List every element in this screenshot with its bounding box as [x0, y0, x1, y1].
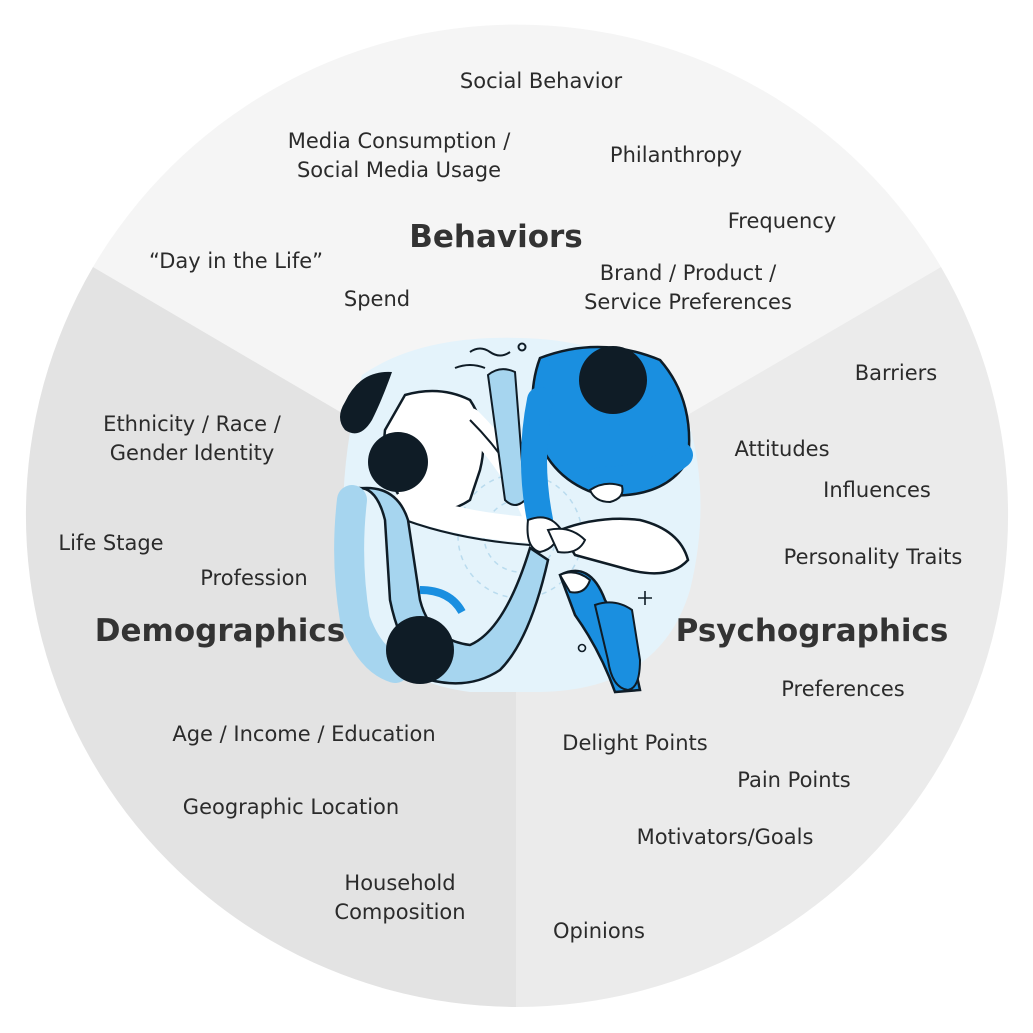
- personality-traits-label: Personality Traits: [783, 545, 963, 569]
- pain-points-label: Pain Points: [737, 768, 851, 792]
- ethnicity-label: Ethnicity / Race / Gender Identity: [103, 410, 281, 468]
- media-consumption-line-2: Social Media Usage: [296, 158, 502, 182]
- geographic-location-label: Geographic Location: [182, 795, 400, 819]
- influences-label: Influences: [823, 478, 931, 502]
- ethnicity-line-1: Ethnicity / Race /: [103, 412, 281, 436]
- household-line-2: Composition: [334, 900, 466, 924]
- demographics-heading: Demographics: [94, 613, 346, 649]
- social-behavior-label: Social Behavior: [459, 69, 623, 93]
- philanthropy-label: Philanthropy: [609, 143, 743, 167]
- brand-preferences-line-2: Service Preferences: [584, 290, 792, 314]
- media-consumption-label: Media Consumption / Social Media Usage: [288, 127, 511, 185]
- household-composition-label: Household Composition: [334, 869, 465, 927]
- age-income-education-label: Age / Income / Education: [172, 722, 436, 746]
- delight-points-label: Delight Points: [562, 731, 708, 755]
- media-consumption-line-1: Media Consumption /: [287, 129, 511, 153]
- household-line-1: Household: [344, 871, 456, 895]
- brand-preferences-label: Brand / Product / Service Preferences: [584, 259, 792, 317]
- psychographics-heading: Psychographics: [675, 613, 949, 649]
- spend-label: Spend: [343, 287, 411, 311]
- opinions-label: Opinions: [553, 919, 645, 943]
- team-hands-together-illustration: [334, 337, 701, 694]
- ethnicity-line-2: Gender Identity: [109, 441, 275, 465]
- behaviors-sector: [93, 24, 941, 516]
- motivators-goals-label: Motivators/Goals: [636, 825, 814, 849]
- day-in-the-life-label: “Day in the Life”: [148, 249, 324, 273]
- brand-preferences-line-1: Brand / Product /: [599, 261, 777, 285]
- behaviors-heading: Behaviors: [409, 219, 583, 255]
- preferences-label: Preferences: [781, 677, 905, 701]
- attitudes-label: Attitudes: [734, 437, 830, 461]
- life-stage-label: Life Stage: [58, 531, 164, 555]
- frequency-label: Frequency: [727, 209, 837, 233]
- barriers-label: Barriers: [854, 361, 938, 385]
- profession-label: Profession: [200, 566, 308, 590]
